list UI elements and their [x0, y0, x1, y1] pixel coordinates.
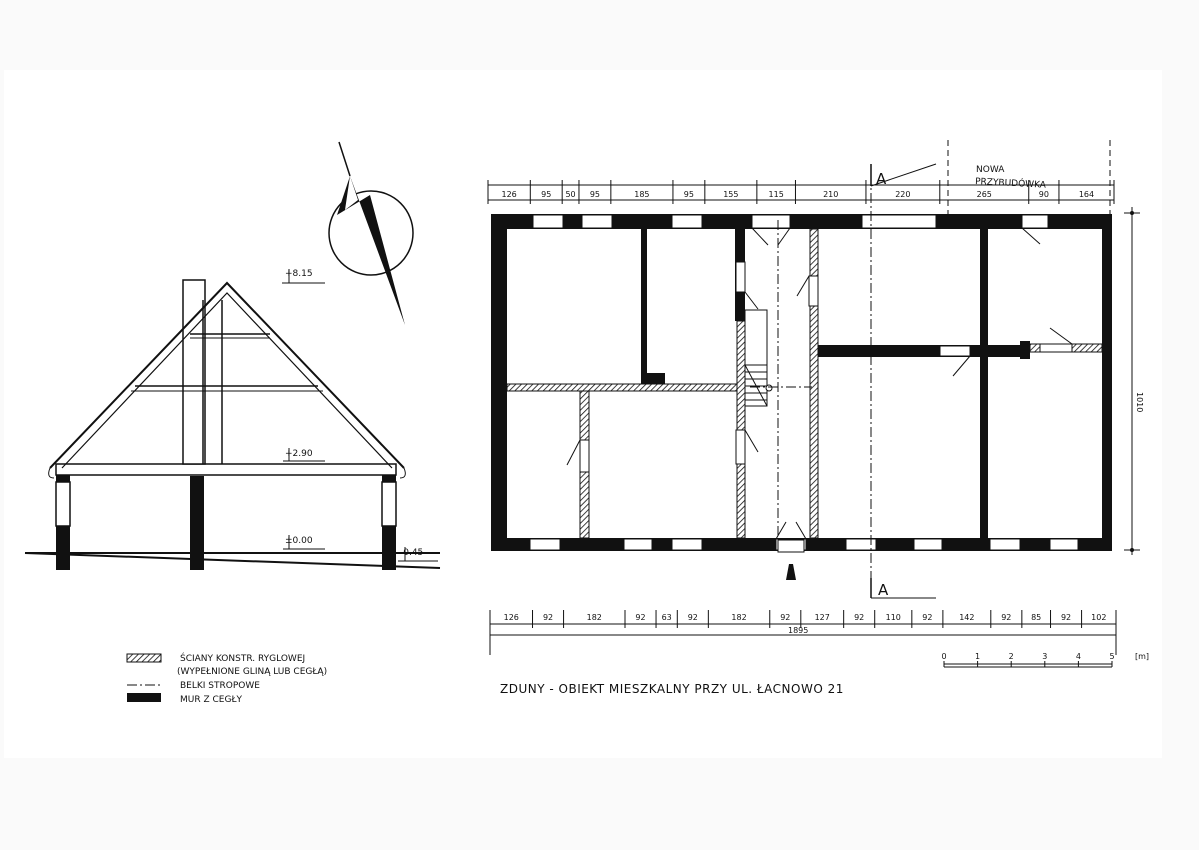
total-length-text: 1895 — [788, 626, 808, 635]
top-dim-label: 95 — [590, 190, 600, 199]
section-marker-top: A — [870, 163, 937, 188]
depth-dimension: 1010 — [1124, 207, 1144, 555]
bottom-dim-label: 142 — [959, 613, 974, 622]
bottom-dim-label: 110 — [886, 613, 901, 622]
top-dim-label: 185 — [634, 190, 649, 199]
scale-tick-label: 4 — [1076, 652, 1081, 661]
legend-label-beams: BELKI STROPOWE — [180, 681, 260, 691]
section-marker-bottom: A — [870, 578, 936, 599]
top-dimension-chain: 126 95 50 95 185 95 155 115 210 220 265 90 164 — [487, 180, 1115, 204]
bottom-dim-label: 92 — [780, 613, 790, 622]
scale-tick-label: 2 — [1009, 652, 1014, 661]
scale-tick-label: 3 — [1042, 652, 1047, 661]
section-marker-bottom-text: A — [878, 581, 889, 599]
legend-label-fill: (WYPEŁNIONE GLINĄ LUB CEGŁĄ) — [177, 667, 327, 677]
scale-bar: 0 1 2 3 4 5 [m] — [941, 652, 1149, 668]
bottom-dim-label: 92 — [854, 613, 864, 622]
bottom-dim-label: 92 — [1061, 613, 1071, 622]
top-dim-label: 115 — [769, 190, 784, 199]
level-top-text: +8.15 — [285, 269, 313, 279]
top-dim-label: 265 — [977, 190, 992, 199]
bottom-dim-label: 85 — [1031, 613, 1041, 622]
legend-swatch-hatch — [126, 653, 162, 663]
top-dim-label: 95 — [684, 190, 694, 199]
level-mark-wall: +2.90 — [283, 448, 325, 462]
scale-unit: [m] — [1135, 652, 1149, 661]
level-mark-floor: ±0.00 — [283, 535, 325, 550]
bottom-dim-label: 92 — [922, 613, 932, 622]
scale-tick-label: 5 — [1109, 652, 1114, 661]
legend-label-timber: ŚCIANY KONSTR. RYGLOWEJ — [180, 652, 305, 664]
legend-label-brick: MUR Z CEGŁY — [180, 695, 242, 705]
bottom-dimension-chain: 126 92 182 92 63 92 182 92 127 92 110 92 142 92 85 92 10… — [489, 610, 1117, 655]
section-marker-top-text: A — [876, 170, 887, 188]
bottom-dim-label: 126 — [504, 613, 519, 622]
north-arrow — [328, 141, 414, 325]
scale-tick-label: 0 — [941, 652, 946, 661]
bottom-dim-label: 92 — [1001, 613, 1011, 622]
top-dim-label: 210 — [823, 190, 838, 199]
legend: ŚCIANY KONSTR. RYGLOWEJ (WYPEŁNIONE GLIN… — [126, 652, 327, 705]
level-wall-text: +2.90 — [285, 449, 313, 459]
top-dim-label: 50 — [565, 190, 575, 199]
legend-swatch-brick — [127, 693, 161, 702]
level-mark-top: +8.15 — [282, 269, 325, 284]
bottom-dim-label: 102 — [1091, 613, 1106, 622]
scale-tick-label: 1 — [975, 652, 980, 661]
top-dim-label: 164 — [1079, 190, 1094, 199]
level-mark-ground: -0.45 — [398, 547, 438, 562]
annex-label-line1: NOWA — [976, 165, 1005, 175]
top-dim-label: 220 — [895, 190, 910, 199]
level-ground-text: -0.45 — [400, 548, 423, 558]
level-floor-text: ±0.00 — [285, 536, 313, 546]
bottom-dim-label: 92 — [635, 613, 645, 622]
drawing-title: ZDUNY - OBIEKT MIESZKALNY PRZY UL. ŁACNO… — [500, 682, 844, 696]
cross-section — [24, 279, 441, 570]
top-dim-label: 155 — [723, 190, 738, 199]
bottom-dim-label: 182 — [731, 613, 746, 622]
top-dim-label: 90 — [1039, 190, 1049, 199]
depth-text: 1010 — [1135, 392, 1144, 412]
top-dim-label: 126 — [502, 190, 517, 199]
floor-plan — [491, 140, 1112, 590]
bottom-dim-label: 127 — [815, 613, 830, 622]
bottom-dim-label: 63 — [662, 613, 672, 622]
bottom-dim-label: 92 — [543, 613, 553, 622]
bottom-dim-label: 182 — [587, 613, 602, 622]
top-dim-label: 95 — [541, 190, 551, 199]
bottom-dim-label: 92 — [688, 613, 698, 622]
